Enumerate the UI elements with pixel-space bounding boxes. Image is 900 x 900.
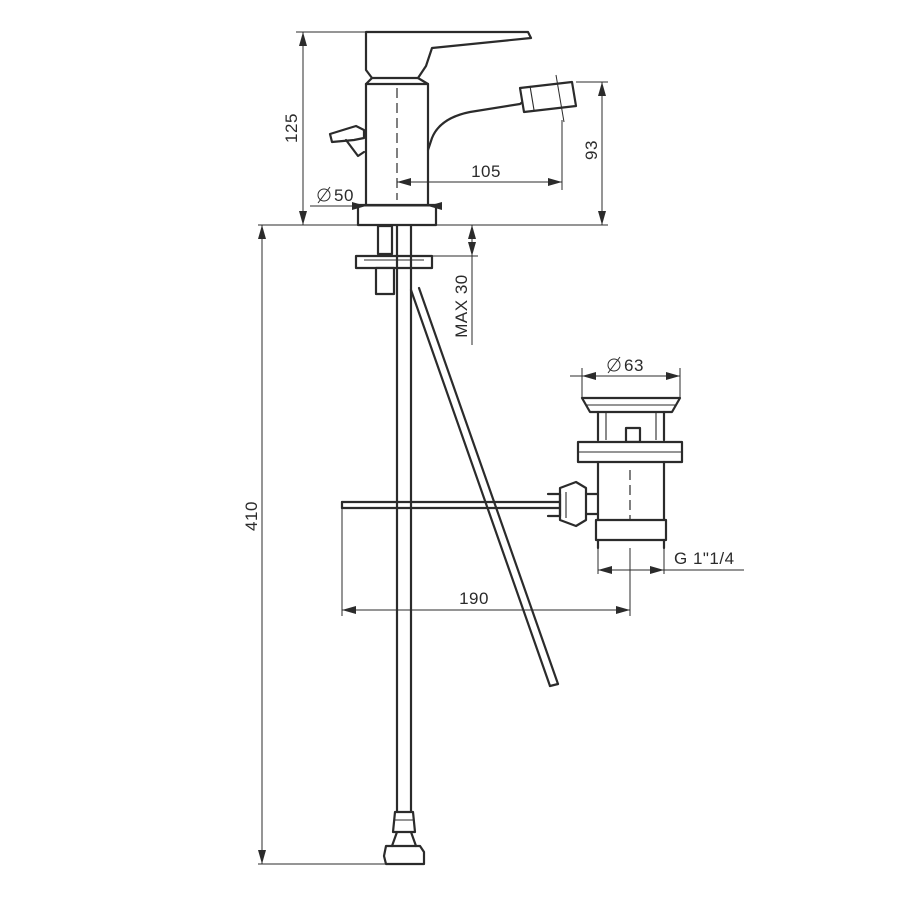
supply-hose [382, 224, 426, 866]
diameter-symbol-63-slash [607, 356, 621, 374]
pop-up-rod-b [417, 286, 560, 686]
drain-plug-stem [596, 410, 666, 442]
dimension-labels: 125 93 105 50 MAX 30 410 63 G 1"1/4 190 [242, 113, 735, 608]
dim-105-arrow-right [548, 178, 562, 186]
label-faucet-height: 125 [282, 113, 301, 143]
label-base-diameter: 50 [334, 186, 354, 205]
pop-up-knob [328, 124, 366, 144]
dim-thread-arrow-right [650, 566, 664, 574]
hose-fitting-neck-r [409, 830, 418, 848]
faucet-lever-handle [364, 30, 533, 80]
dim-190-arrow-right [616, 606, 630, 614]
dim-125-arrow-top [299, 32, 307, 46]
dim-50-arrow-left [352, 202, 366, 210]
pop-up-stem [344, 138, 366, 158]
dimensions [258, 31, 744, 865]
drain-collar-clip [546, 492, 562, 518]
drain-assembly [546, 396, 684, 550]
mounting-washer [354, 254, 434, 270]
drain-body [596, 460, 666, 522]
dim-30-arrow-top [468, 225, 476, 239]
dim-105-arrow-left [397, 178, 411, 186]
pop-up-rod-a [409, 288, 552, 688]
drain-tailpiece-nut [594, 518, 668, 542]
drain-plug-stem-inner [605, 412, 657, 440]
dim-93-arrow-bottom [598, 211, 606, 225]
mounting-stud-upper [376, 224, 394, 256]
dim-190-arrow-left [342, 606, 356, 614]
dim-30-arrow-bottom [468, 242, 476, 256]
diameter-symbol-50-slash [317, 186, 331, 204]
faucet-body [364, 82, 532, 207]
label-rod-reach: 190 [459, 589, 489, 608]
drain-tailpiece [596, 538, 666, 550]
label-deck-thickness: MAX 30 [452, 274, 471, 337]
label-drain-diameter: 63 [624, 356, 644, 375]
faucet [328, 30, 578, 227]
dim-93-arrow-top [598, 82, 606, 96]
dim-410-arrow-top [258, 225, 266, 239]
hose-fitting-nut [382, 844, 426, 866]
faucet-lever-neck [364, 76, 430, 86]
dim-410-arrow-bottom [258, 850, 266, 864]
spout-axis [555, 74, 565, 123]
dim-63-arrow-left [582, 372, 596, 380]
drain-lift-collar [558, 480, 588, 528]
drain-plug-bolt [624, 426, 642, 444]
dim-thread-arrow-left [598, 566, 612, 574]
label-hose-length: 410 [242, 501, 261, 531]
diameter-symbol-63 [607, 358, 621, 372]
hose-fitting-neck-l [390, 830, 399, 848]
label-spout-reach: 105 [471, 162, 501, 181]
spout-nozzle-ring [529, 85, 535, 111]
dim-50-arrow-right [428, 202, 442, 210]
pop-up-rod [409, 286, 560, 688]
pop-up-rod-end [548, 682, 560, 688]
dim-63-arrow-right [666, 372, 680, 380]
lift-rod [340, 500, 562, 510]
faucet-base-plate [356, 203, 438, 227]
mounting-nut [374, 266, 396, 296]
drain-lift-arm [584, 492, 600, 516]
spout-nozzle [518, 80, 578, 114]
label-drain-thread: G 1"1/4 [674, 549, 735, 568]
hose-crimp [391, 810, 417, 834]
dim-125-arrow-bottom [299, 211, 307, 225]
label-spout-height: 93 [582, 140, 601, 160]
mounting-hardware [354, 224, 434, 296]
diameter-symbol-50 [317, 188, 331, 202]
